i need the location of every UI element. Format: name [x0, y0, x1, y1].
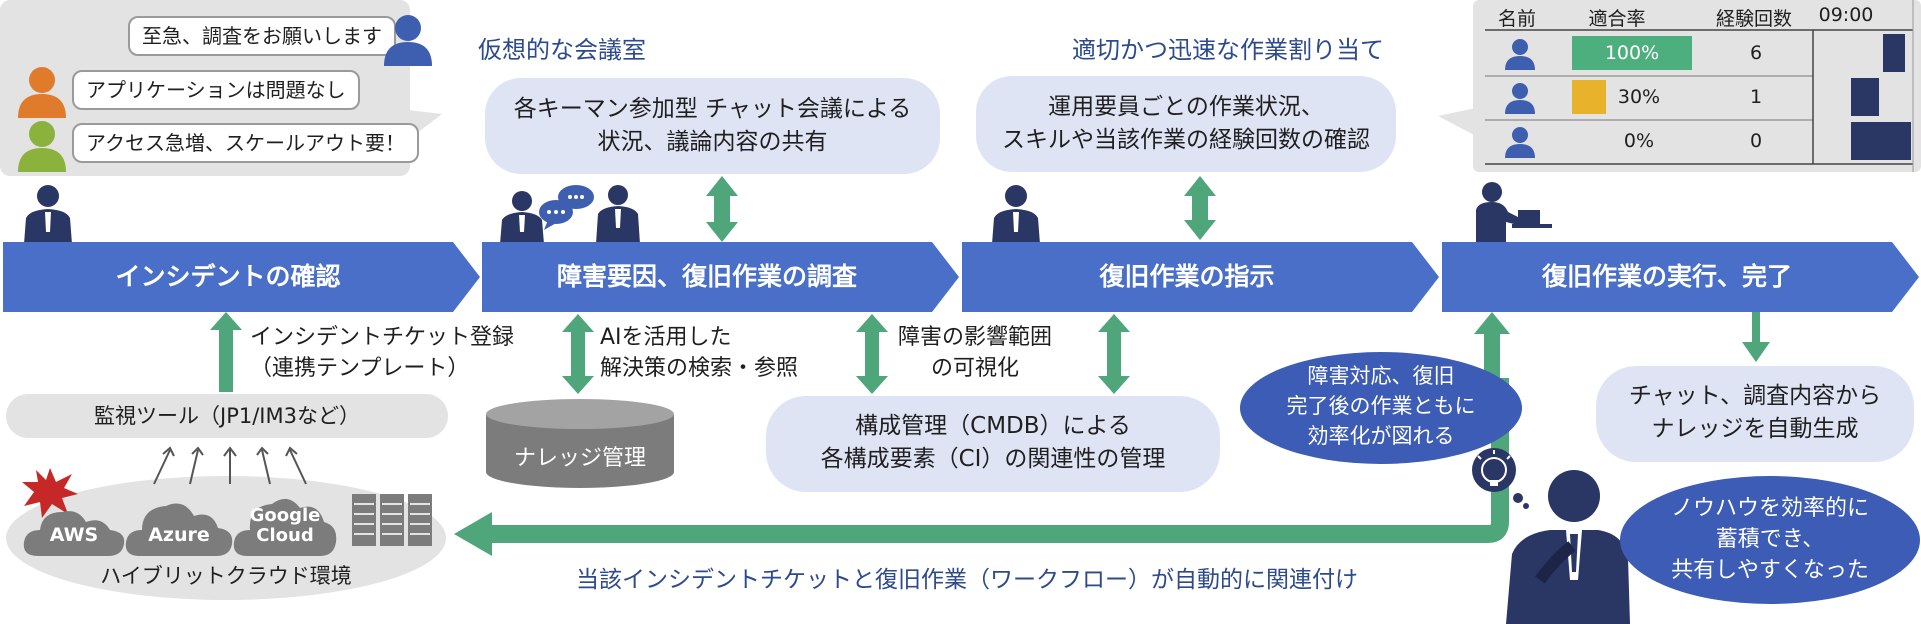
knowhow-line-2: 蓄積でき、	[1715, 527, 1825, 552]
count-value: 1	[1749, 86, 1763, 108]
rate-bar	[1572, 36, 1692, 70]
person-icon	[596, 185, 640, 244]
step-label: 障害要因、復旧作業の調査	[556, 262, 857, 291]
rate-value: 100%	[1604, 42, 1660, 64]
meeting-bubble-line-2: 状況、議論内容の共有	[597, 129, 828, 155]
step-instruct: 復旧作業の指示	[962, 242, 1412, 312]
cmdb-bubble-line-1: 構成管理（CMDB）による	[855, 413, 1131, 439]
cloud-google-line-1: Google	[249, 505, 321, 526]
rate-value: 30%	[1617, 86, 1661, 108]
table-panel-tail	[1438, 108, 1476, 136]
up-arrows	[153, 446, 307, 485]
knowledge-label: ナレッジ管理	[513, 446, 646, 471]
step-label: 復旧作業の指示	[1099, 262, 1275, 291]
knowhow-line-1: ノウハウを効率的に	[1670, 496, 1869, 521]
step-label: 復旧作業の実行、完了	[1541, 262, 1792, 291]
cloud-google: Google Cloud	[232, 506, 338, 546]
table-header-count: 経験回数	[1715, 8, 1792, 30]
table-panel	[1473, 0, 1921, 172]
monitor-tool-pill: 監視ツール（JP1/IM3など）	[6, 394, 448, 438]
person-icon	[1476, 182, 1552, 242]
person-icon	[1505, 39, 1535, 70]
chat-knowledge-line-1: チャット、調査内容から	[1628, 383, 1882, 409]
cloud-shape-azure	[125, 503, 233, 556]
ai-label: AIを活用した 解決策の検索・参照	[600, 322, 798, 384]
impact-label-line-2: の可視化	[931, 356, 1020, 381]
step-execute: 復旧作業の実行、完了	[1442, 242, 1892, 312]
efficiency-line-2: 完了後の作業ともに	[1286, 394, 1476, 418]
assign-heading: 適切かつ迅速な作業割り当て	[1072, 36, 1384, 64]
chat-knowledge-line-2: ナレッジを自動生成	[1651, 416, 1859, 442]
chat-message-3: アクセス急増、スケールアウト要！	[72, 123, 419, 163]
impact-label: 障害の影響範囲 の可視化	[898, 322, 1052, 384]
assignment-table	[1485, 0, 1914, 172]
rate-bar	[1572, 80, 1606, 114]
person-icon	[1506, 470, 1630, 624]
count-value: 0	[1749, 130, 1763, 152]
lightbulb-icon	[1472, 448, 1529, 509]
hybrid-cloud-caption: ハイブリットクラウド環境	[100, 564, 352, 588]
cmdb-bubble: 構成管理（CMDB）による 各構成要素（CI）の関連性の管理	[766, 396, 1220, 492]
ticket-label: インシデントチケット登録 （連携テンプレート）	[250, 322, 514, 384]
person-icon	[500, 191, 544, 244]
cloud-shape-google	[233, 498, 337, 556]
cloud-azure: Azure	[148, 524, 210, 546]
chat-message-2: アプリケーションは問題なし	[72, 70, 360, 110]
meeting-bubble: 各キーマン参加型 チャット会議による 状況、議論内容の共有	[485, 78, 940, 174]
cloud-aws: AWS	[49, 524, 99, 546]
meeting-heading: 仮想的な会議室	[478, 36, 646, 64]
count-value: 6	[1749, 42, 1763, 64]
person-icon	[24, 185, 72, 244]
table-header-name: 名前	[1497, 8, 1536, 30]
knowhow-bubble: ノウハウを効率的に 蓄積でき、 共有しやすくなった	[1620, 476, 1920, 604]
efficiency-line-1: 障害対応、復旧	[1307, 364, 1455, 388]
person-icon	[384, 15, 432, 66]
efficiency-bubble: 障害対応、復旧 完了後の作業ともに 効率化が図れる	[1240, 352, 1522, 464]
database-icon	[486, 399, 674, 488]
ai-label-line-1: AIを活用した	[600, 325, 732, 350]
knowhow-line-3: 共有しやすくなった	[1671, 558, 1869, 583]
person-icon	[18, 121, 66, 172]
efficiency-line-3: 効率化が図れる	[1307, 424, 1455, 448]
process-chevrons	[3, 242, 1919, 312]
table-header-rate: 適合率	[1588, 8, 1646, 30]
assign-bubble-line-2: スキルや当該作業の経験回数の確認	[1002, 127, 1370, 153]
meeting-bubble-line-1: 各キーマン参加型 チャット会議による	[513, 96, 912, 122]
step-label: インシデントの確認	[115, 262, 341, 291]
step-confirm-incident: インシデントの確認	[3, 242, 453, 312]
table-header-time: 09:00	[1818, 4, 1874, 26]
workflow-label: 当該インシデントチケットと復旧作業（ワークフロー）が自動的に関連付け	[576, 567, 1358, 593]
rate-value: 0%	[1623, 130, 1655, 152]
person-icon	[1505, 127, 1535, 158]
chat-message-1: 至急、調査をお願いします	[128, 16, 396, 56]
impact-label-line-1: 障害の影響範囲	[898, 325, 1053, 350]
chat-knowledge-bubble: チャット、調査内容から ナレッジを自動生成	[1596, 366, 1914, 462]
step-investigate: 障害要因、復旧作業の調査	[482, 242, 932, 312]
cloud-shape-aws	[23, 511, 125, 556]
assign-bubble-line-1: 運用要員ごとの作業状況、	[1048, 94, 1324, 120]
cmdb-bubble-line-2: 各構成要素（CI）の関連性の管理	[820, 446, 1166, 472]
explosion-icon	[22, 468, 78, 518]
person-icon	[18, 67, 66, 118]
ticket-label-line-2: （連携テンプレート）	[250, 356, 470, 381]
cloud-google-line-2: Cloud	[256, 525, 314, 546]
server-icon	[352, 494, 432, 546]
person-icon	[1505, 83, 1535, 114]
ai-label-line-2: 解決策の検索・参照	[600, 356, 799, 381]
assign-bubble: 運用要員ごとの作業状況、 スキルや当該作業の経験回数の確認	[976, 76, 1396, 172]
person-icon	[992, 185, 1040, 244]
ticket-label-line-1: インシデントチケット登録	[250, 325, 515, 350]
chat-icon	[539, 185, 594, 230]
